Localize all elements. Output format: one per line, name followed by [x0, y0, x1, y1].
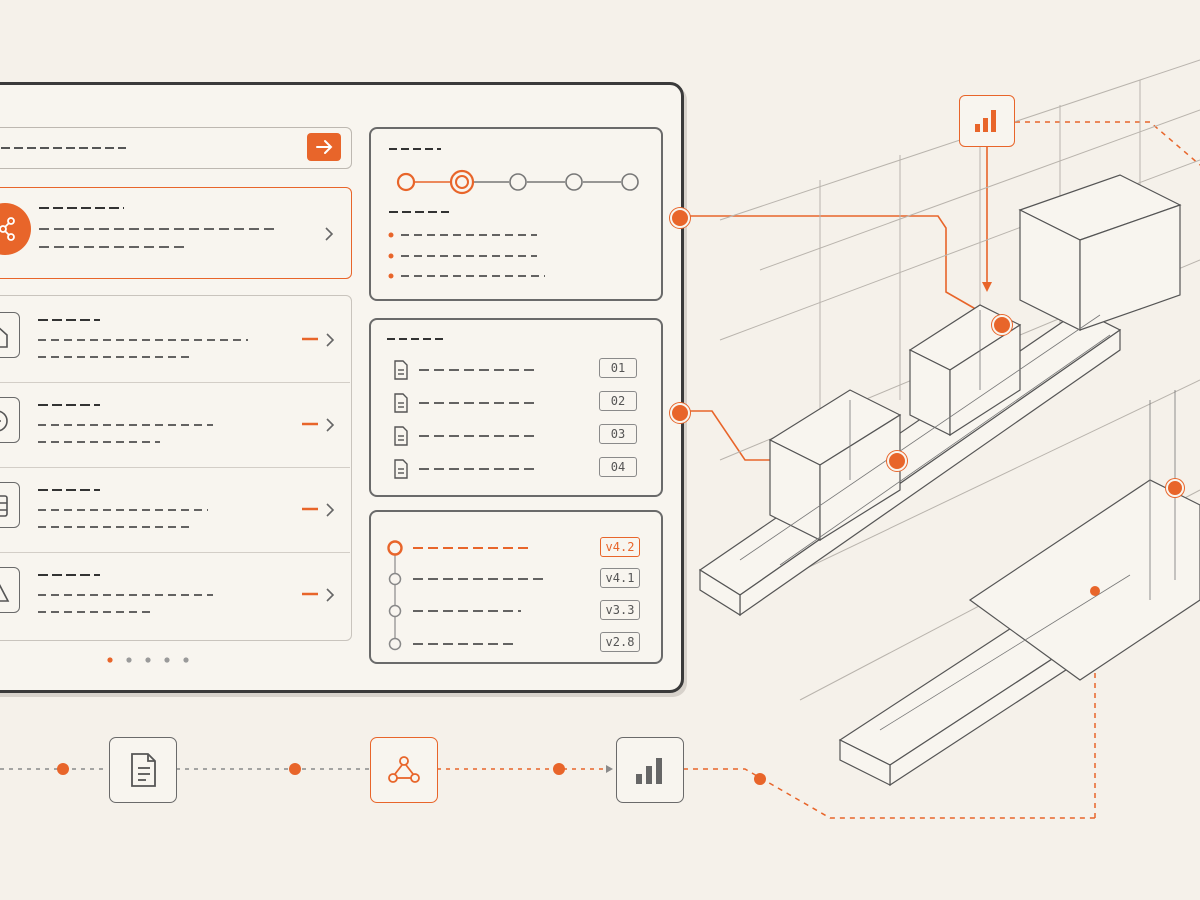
chevron-right-icon — [325, 227, 334, 241]
chevron-right-icon — [326, 333, 335, 347]
version-tag[interactable]: v4.2 — [600, 537, 640, 557]
page-dot[interactable] — [183, 657, 189, 663]
document-row[interactable]: 03 — [371, 424, 657, 448]
share-nodes-icon — [388, 756, 420, 783]
search-placeholder — [1, 147, 126, 149]
flow-node-3[interactable] — [553, 763, 565, 775]
list-item[interactable] — [0, 383, 350, 468]
share-nodes-icon — [0, 203, 31, 255]
flow-node-4[interactable] — [754, 773, 766, 785]
step-dot[interactable] — [509, 173, 527, 191]
flow-step-document[interactable] — [109, 737, 177, 803]
page-dot[interactable] — [107, 657, 113, 663]
status-dash — [302, 592, 318, 596]
document-number: 04 — [599, 457, 637, 477]
list-item[interactable] — [0, 468, 350, 553]
stepper-title — [389, 148, 441, 150]
chevron-right-icon — [326, 503, 335, 517]
version-dot[interactable] — [388, 637, 402, 651]
stepper-details — [388, 211, 545, 279]
document-name — [419, 435, 537, 437]
step-dot[interactable] — [565, 173, 583, 191]
list-item[interactable] — [0, 298, 350, 383]
page-dot[interactable] — [126, 657, 132, 663]
list-item-text — [38, 574, 213, 613]
document-row[interactable]: 02 — [371, 391, 657, 415]
list-item-text — [38, 489, 208, 528]
document-card: 01 02 03 04 — [369, 318, 663, 497]
status-dash — [302, 422, 318, 426]
pagination — [104, 655, 194, 665]
list-item-text — [38, 404, 213, 443]
step-dot[interactable] — [449, 169, 475, 195]
document-card-title — [387, 338, 445, 340]
list-item-text — [38, 319, 248, 358]
page-dot[interactable] — [145, 657, 151, 663]
connector-dot-mid[interactable] — [670, 403, 690, 423]
version-tag[interactable]: v2.8 — [600, 632, 640, 652]
go-button[interactable] — [307, 133, 341, 161]
connector-dot-top[interactable] — [670, 208, 690, 228]
stepper-card — [369, 127, 663, 301]
factory-illustration — [698, 59, 1200, 787]
page-dot[interactable] — [164, 657, 170, 663]
version-tag[interactable]: v4.1 — [600, 568, 640, 588]
version-tag[interactable]: v3.3 — [600, 600, 640, 620]
clock-icon — [0, 397, 20, 443]
featured-text — [39, 207, 279, 248]
document-name — [419, 369, 537, 371]
flow-node-1[interactable] — [57, 763, 69, 775]
step-dot[interactable] — [621, 173, 639, 191]
item-list — [0, 295, 352, 641]
arrow-right-icon — [316, 140, 333, 154]
document-row[interactable]: 04 — [371, 457, 657, 481]
version-dot[interactable] — [388, 604, 402, 618]
document-icon — [394, 360, 408, 380]
bar-chart-icon — [636, 758, 662, 784]
document-number: 03 — [599, 424, 637, 444]
search-bar[interactable] — [0, 127, 352, 169]
factory-hotspot-3[interactable] — [1166, 479, 1184, 497]
document-icon — [131, 753, 156, 787]
version-dot[interactable] — [387, 540, 403, 556]
featured-card[interactable] — [0, 187, 352, 279]
factory-hotspot-2[interactable] — [887, 451, 907, 471]
document-icon — [394, 393, 408, 413]
version-card: v4.2 v4.1 v3.3 v2.8 — [369, 510, 663, 664]
progress-stepper[interactable] — [389, 164, 649, 204]
document-number: 02 — [599, 391, 637, 411]
document-row[interactable]: 01 — [371, 358, 657, 382]
grid-icon — [0, 482, 20, 528]
flow-step-network[interactable] — [370, 737, 438, 803]
list-item[interactable] — [0, 553, 350, 637]
document-name — [419, 402, 537, 404]
analytics-badge[interactable] — [959, 95, 1015, 147]
flow-node-2[interactable] — [289, 763, 301, 775]
version-dot[interactable] — [388, 572, 402, 586]
bar-chart-icon — [975, 110, 996, 132]
factory-hotspot-1[interactable] — [992, 315, 1012, 335]
status-dash — [302, 337, 318, 341]
version-timeline — [387, 540, 543, 651]
document-name — [419, 468, 537, 470]
document-icon — [394, 426, 408, 446]
warning-icon — [0, 567, 20, 613]
chevron-right-icon — [326, 588, 335, 602]
document-number: 01 — [599, 358, 637, 378]
document-icon — [394, 459, 408, 479]
status-dash — [302, 507, 318, 511]
flow-step-analytics[interactable] — [616, 737, 684, 803]
factory-hotspot-4[interactable] — [1090, 586, 1100, 596]
step-dot[interactable] — [396, 172, 416, 192]
house-icon — [0, 312, 20, 358]
chevron-right-icon — [326, 418, 335, 432]
